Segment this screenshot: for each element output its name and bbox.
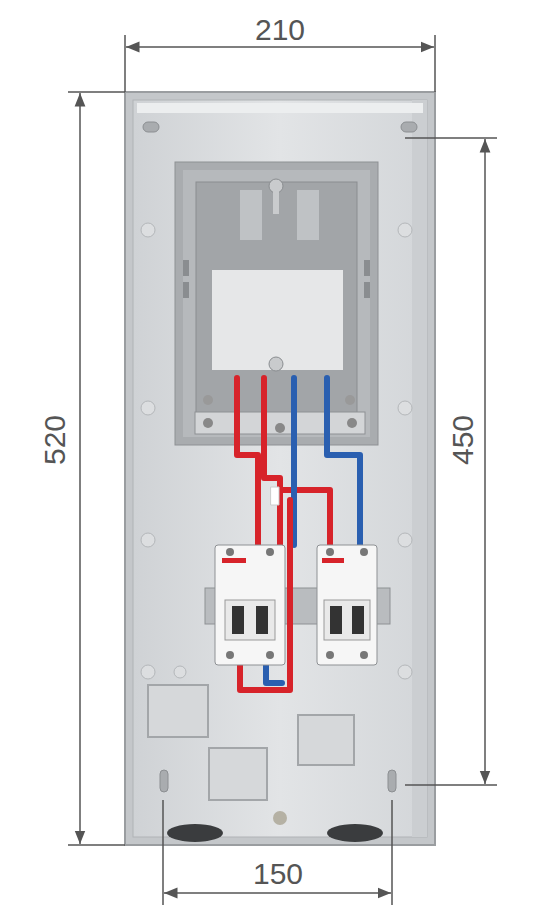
dimension-label: 210 — [255, 15, 305, 45]
cable-gland — [167, 811, 383, 842]
dimension-label: 150 — [253, 859, 303, 889]
dimension-label: 450 — [448, 415, 478, 465]
circuit-breaker — [317, 545, 377, 665]
mounting-slot — [143, 122, 417, 792]
dimension-label: 520 — [40, 415, 70, 465]
meter-plate — [175, 162, 378, 445]
circuit-breaker — [215, 545, 285, 665]
dimension-line — [68, 35, 497, 905]
enclosure — [125, 92, 435, 845]
knockout — [148, 685, 354, 800]
